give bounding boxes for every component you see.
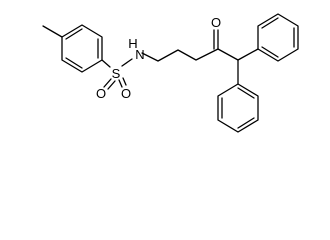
phenyl-ring-1-double-bond	[261, 46, 279, 58]
phenyl-ring-1-outline	[257, 13, 299, 62]
phenyl-ring-1	[257, 13, 299, 62]
amide-hydrogen-label: H	[128, 36, 137, 51]
toluene-ring-double-bond	[65, 28, 83, 40]
alkyl-chain	[141, 48, 219, 62]
ketone-oxygen-label: O	[211, 15, 221, 30]
sulfur-atom-label: S	[112, 66, 121, 81]
sulfonyl-oxygen-1-double-bond	[103, 78, 116, 90]
toluene-ring	[61, 24, 103, 73]
sulfonyl-oxygen-2-label: O	[121, 86, 131, 101]
sulfonyl-oxygen-2-double-bond	[118, 77, 127, 88]
methyl-bond	[42, 25, 63, 38]
phenyl-ring-2-double-bond	[237, 117, 255, 129]
sulfonyl-oxygen-1-label: O	[96, 86, 106, 101]
ketone-double-bond	[213, 29, 219, 50]
toluene-ring-double-bond	[65, 57, 83, 69]
phenyl-ring-1-double-bond	[261, 17, 279, 29]
structure-diagram: S O O H N O	[42, 13, 299, 133]
phenyl-ring-2-outline	[217, 83, 259, 133]
amide-nitrogen-label: N	[135, 47, 144, 62]
phenyl-ring-2-double-bond	[237, 87, 255, 99]
sulfur-to-nitrogen-bond	[121, 58, 133, 67]
ch-to-phenyl-1-bond	[237, 48, 259, 61]
phenyl-ring-2	[217, 83, 259, 133]
carbonyl-to-ch-bond	[217, 48, 239, 61]
toluene-ring-outline	[61, 24, 103, 73]
ring-to-sulfur-bond	[101, 59, 111, 68]
